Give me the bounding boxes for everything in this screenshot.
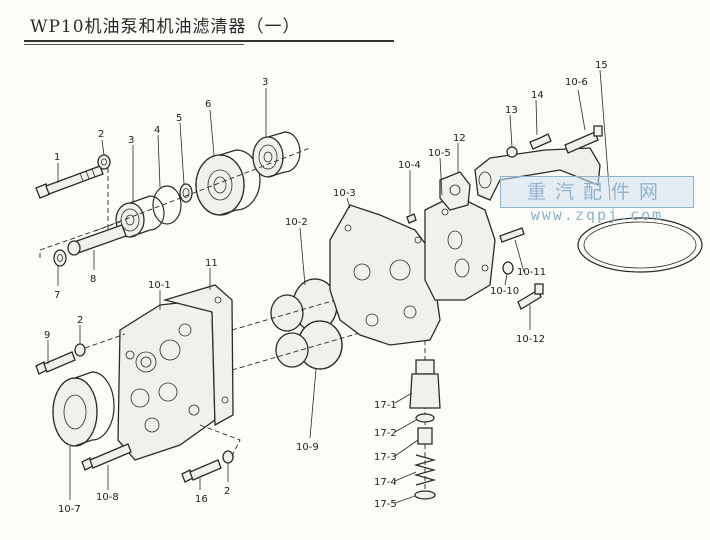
part-11-cover-plate xyxy=(162,284,234,427)
part-5-ring xyxy=(179,183,193,203)
part-17-2-seal xyxy=(415,413,435,423)
part-9-bolt xyxy=(35,351,76,375)
part-15-seal-ring xyxy=(577,217,703,273)
label-2-left: 2 xyxy=(77,315,83,326)
label-7: 7 xyxy=(54,290,60,301)
part-1-bolt xyxy=(35,165,104,199)
part-10-11-pin xyxy=(499,227,525,243)
label-17-4: 17-4 xyxy=(374,477,397,488)
part-17-4-spring xyxy=(413,454,437,486)
label-10-2: 10-2 xyxy=(285,217,308,228)
part-6-gear xyxy=(195,149,261,216)
part-10-4-pin xyxy=(406,213,417,224)
label-17-5: 17-5 xyxy=(374,499,397,510)
part-14-bolt xyxy=(529,133,552,150)
watermark-url: www.zqpj.com xyxy=(530,206,664,224)
label-17-2: 17-2 xyxy=(374,428,397,439)
label-11: 11 xyxy=(205,258,218,269)
label-10-6: 10-6 xyxy=(565,77,588,88)
label-10-7: 10-7 xyxy=(58,504,81,515)
page-title: WP10机油泵和机油滤清器（一） xyxy=(30,17,301,37)
label-10-5: 10-5 xyxy=(428,148,451,159)
part-2-washer-left xyxy=(74,343,86,357)
part-10-12-bolt xyxy=(517,283,544,310)
shaft-axis-left xyxy=(39,221,121,258)
part-10-3-pump-case xyxy=(329,204,441,346)
label-17-3: 17-3 xyxy=(374,452,397,463)
part-7-washer xyxy=(53,249,67,267)
part-10-7-drive-gear xyxy=(52,371,115,447)
label-8: 8 xyxy=(90,274,96,285)
part-17-1-valve-housing xyxy=(409,359,441,409)
part-16-bolt xyxy=(181,459,222,483)
bolt-axis-9 xyxy=(84,333,126,349)
label-2-bottom: 2 xyxy=(224,486,230,497)
part-3-bearing-left xyxy=(115,195,165,238)
label-9: 9 xyxy=(44,330,50,341)
part-17-5-washer xyxy=(414,490,436,500)
label-1: 1 xyxy=(54,152,60,163)
part-8-shaft xyxy=(67,224,127,256)
label-3-right: 3 xyxy=(262,77,268,88)
label-10-4: 10-4 xyxy=(398,160,421,171)
part-10-10-washer xyxy=(502,261,514,275)
part-10-6-bolt xyxy=(564,125,603,154)
part-4-snap-ring xyxy=(152,185,182,225)
part-17-3-piston xyxy=(417,427,433,445)
label-12: 12 xyxy=(453,133,466,144)
part-10-8-bolt xyxy=(81,443,132,471)
label-2-top: 2 xyxy=(98,129,104,140)
label-10-9: 10-9 xyxy=(296,442,319,453)
part-13-washer xyxy=(506,146,518,158)
part-2-washer-bottom xyxy=(222,450,234,464)
label-14: 14 xyxy=(531,90,544,101)
label-6: 6 xyxy=(205,99,211,110)
title-underline xyxy=(24,40,394,42)
label-10-8: 10-8 xyxy=(96,492,119,503)
label-17-1: 17-1 xyxy=(374,400,397,411)
label-10-10: 10-10 xyxy=(490,286,519,297)
shaft-axis-line xyxy=(94,147,311,232)
bolt-axis-16 xyxy=(199,424,241,457)
watermark-site-name: 重汽配件网 xyxy=(500,176,694,208)
part-12-gasket xyxy=(439,171,471,211)
label-4: 4 xyxy=(154,125,160,136)
title-underline-secondary xyxy=(24,44,244,45)
label-3-left: 3 xyxy=(128,135,134,146)
part-10-5-end-cover xyxy=(424,194,496,301)
label-15: 15 xyxy=(595,60,608,71)
label-13: 13 xyxy=(505,105,518,116)
label-10-1: 10-1 xyxy=(148,280,171,291)
label-10-12: 10-12 xyxy=(516,334,545,345)
label-10-11: 10-11 xyxy=(517,267,546,278)
part-2-washer-top xyxy=(97,154,111,170)
label-5: 5 xyxy=(176,113,182,124)
label-16: 16 xyxy=(195,494,208,505)
part-10-1-pump-housing xyxy=(117,299,216,461)
part-10-9-pump-gear xyxy=(275,320,343,370)
part-labels: 1 2 3 4 5 6 3 7 8 10-1 11 9 2 10-7 10-8 … xyxy=(44,60,608,515)
label-10-3: 10-3 xyxy=(333,188,356,199)
